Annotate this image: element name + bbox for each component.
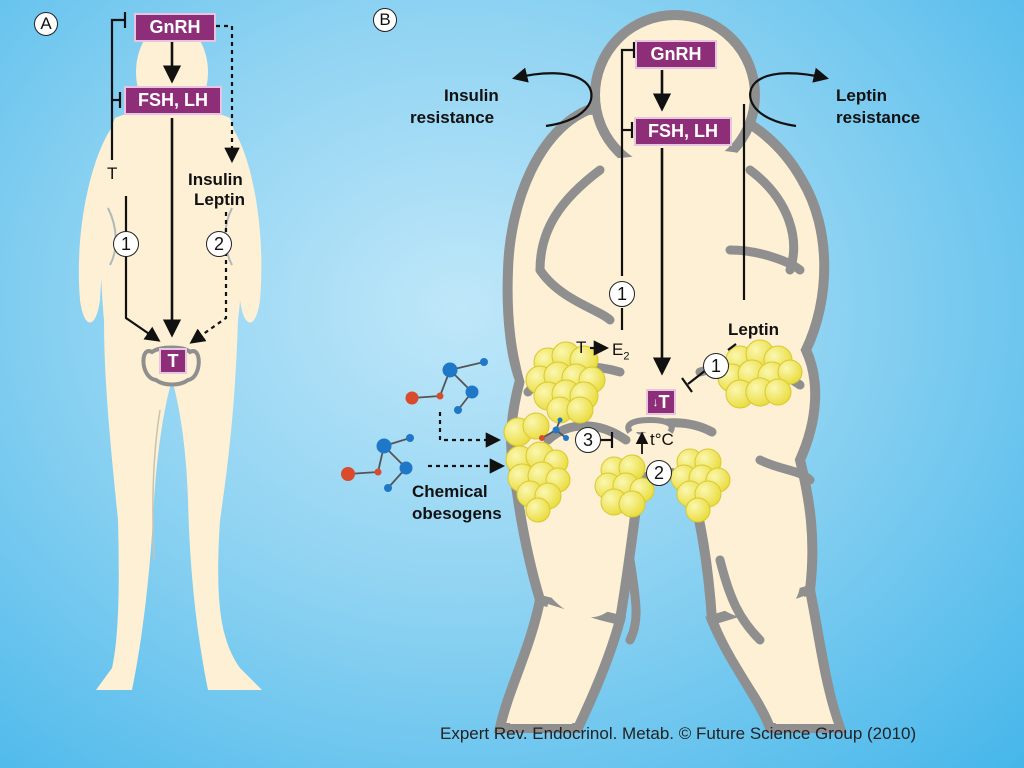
panel-a-step-1: 1	[113, 231, 139, 257]
panel-a-leptin-label: Leptin	[194, 190, 245, 209]
panel-b-low-t-box: ↓T	[646, 389, 676, 415]
panel-b-step-2: 2	[646, 460, 672, 486]
panel-a-gnrh-box: GnRH	[134, 13, 216, 42]
fat-cell-clusters	[503, 339, 803, 523]
panel-b-step-1-right: 1	[703, 353, 729, 379]
panel-a-letter: A	[34, 12, 58, 36]
panel-b-letter: B	[373, 8, 397, 32]
panel-b-fsh-lh-box: FSH, LH	[634, 117, 732, 146]
estradiol-e: E	[612, 340, 624, 359]
panel-b-step-1-center: 1	[609, 281, 635, 307]
panel-b-step-3: 3	[575, 427, 601, 453]
estradiol-label: E2	[612, 340, 629, 366]
panel-b-low-t-text: T	[658, 391, 670, 412]
panel-a-t-label: T	[107, 164, 118, 183]
panel-a-fsh-lh-box: FSH, LH	[124, 86, 222, 115]
panel-b-leptin-label: Leptin	[728, 320, 779, 339]
temperature-label: t°C	[650, 430, 674, 449]
panel-b-gnrh-box: GnRH	[635, 40, 717, 69]
estradiol-subscript: 2	[623, 350, 630, 363]
panel-a-insulin-label: Insulin	[188, 170, 243, 189]
leptin-resistance-line1: Leptin	[836, 86, 887, 105]
aromatase-t-label: T	[576, 338, 587, 357]
panel-a-step-2: 2	[206, 231, 232, 257]
chemical-obesogens-line1: Chemical	[412, 482, 488, 501]
chemical-obesogens-line2: obesogens	[412, 504, 502, 523]
panel-a-testis-t-box: T	[159, 348, 187, 374]
source-credit: Expert Rev. Endocrinol. Metab. © Future …	[440, 724, 917, 743]
leptin-resistance-line2: resistance	[836, 108, 921, 127]
insulin-resistance-line2: resistance	[410, 108, 495, 127]
down-arrow-icon: ↓	[652, 395, 659, 409]
obesogen-molecules	[341, 358, 569, 492]
insulin-resistance-line1: Insulin	[444, 86, 499, 105]
obese-pathway-lines	[428, 42, 830, 474]
